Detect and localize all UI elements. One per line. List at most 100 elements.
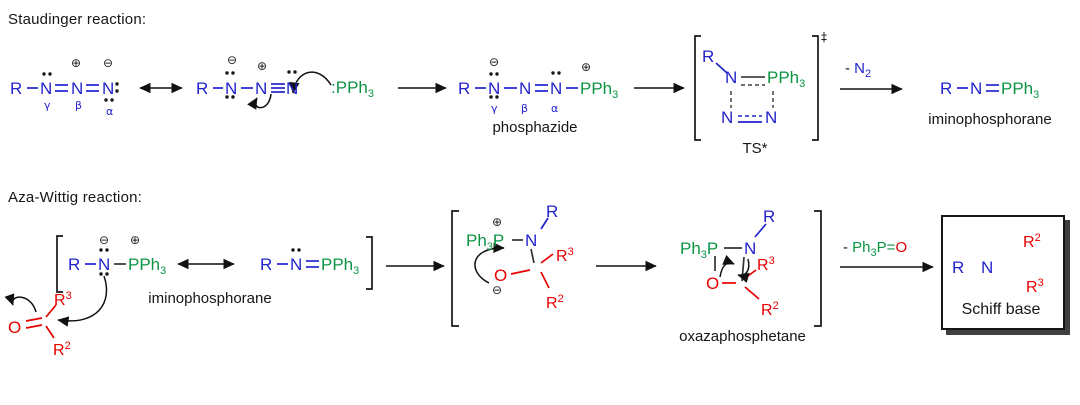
atom-r: R [260,255,273,274]
plus-charge: ⊕ [71,56,82,70]
r3-group: R3 [757,255,775,274]
plus-charge: ⊕ [581,60,592,74]
imino-b-bonds [277,260,319,268]
iminophosphorane-label: iminophosphorane [928,111,1052,128]
phosphazide-label: phosphazide [492,119,578,136]
ts-label: TS* [742,140,768,157]
r3-group: R3 [54,290,72,309]
atom-r: R [702,47,715,66]
iminophosphorane-label: iminophosphorane [148,290,272,307]
r2-group: R2 [1023,232,1041,251]
curved-arrow-pph3-to-n [289,71,332,94]
lone-pair-colon: : [331,78,336,97]
atom-n-gamma: N [40,79,53,98]
atom-r: R [10,79,23,98]
minus-charge: ⊖ [103,56,114,70]
minus-n2-label: - N2 [845,60,872,80]
atom-r: R [546,202,559,221]
atom-r: R [458,79,471,98]
r3-group: R3 [556,246,574,265]
pph3-group: PPh3 [128,255,167,277]
pph3-nucleophile: :PPh3 [331,78,374,100]
azide-b-lone-pairs [225,70,297,99]
gamma-label: γ [44,99,51,112]
plus-charge: ⊕ [130,233,141,247]
atom-n: N [525,231,538,250]
atom-o: O [8,318,22,337]
plus-charge: ⊕ [492,215,503,229]
ph3p-group: Ph3P [466,231,505,253]
atom-n-alpha: N [550,79,563,98]
iminophosphorane-bonds [957,84,999,92]
curved-arrow-ring-left [719,255,735,278]
intermediate-bracket-right [814,210,822,327]
betaine-bonds [510,217,554,289]
atom-n: N [725,68,738,87]
pph3-group: PPh3 [1001,79,1040,101]
pph3-group: PPh3 [580,79,619,101]
atom-n: N [225,79,238,98]
r2-group: R2 [761,300,779,319]
atom-r: R [763,207,776,226]
azide-b-bonds [213,83,285,93]
curved-arrow-o-to-p [474,242,505,284]
atom-r: R [940,79,953,98]
gamma-label: γ [491,102,498,115]
ph3p-group: Ph3P [680,239,719,261]
atom-o: O [494,266,508,285]
double-dagger: ‡ [821,30,827,44]
intermediate-bracket-left [451,210,459,327]
imino-bracket-left [56,235,63,293]
schiff-base-label: Schiff base [961,301,1041,318]
oxazaphosphetane-label: oxazaphosphetane [679,328,806,345]
minus-charge: ⊖ [99,233,110,247]
curved-arrow-triple-bond-to-n [247,93,272,110]
atom-n: N [970,79,983,98]
aza-wittig-title: Aza-Wittig reaction: [8,189,143,206]
alpha-label: α [551,102,559,115]
imino-bracket-right [366,236,373,290]
azide-a-bonds [27,84,99,92]
r2-group: R2 [53,340,71,359]
minus-charge: ⊖ [227,53,238,67]
azide-a-lone-pairs [42,72,119,102]
imino-a-lone-pairs [99,248,109,276]
phosphazide-lone-pairs [489,71,561,99]
atom-n: N [290,255,303,274]
atom-n-gamma: N [488,79,501,98]
atom-n: N [255,79,268,98]
atom-r: R [952,258,965,277]
curved-arrow-co-to-o [4,293,37,313]
atom-n: N [98,255,111,274]
ketone-bonds [25,304,57,339]
r2-group: R2 [546,293,564,312]
alpha-label: α [106,105,114,118]
atom-n-alpha: N [102,79,115,98]
ts-bracket-right [812,35,819,141]
phosphazide-bonds [475,84,578,92]
ts-bonds [715,62,774,123]
atom-n: N [981,258,994,277]
beta-label: β [521,102,529,115]
atom-n-beta: N [71,79,84,98]
staudinger-title: Staudinger reaction: [8,11,147,28]
atom-r: R [196,79,209,98]
atom-n: N [286,79,299,98]
atom-n: N [765,108,778,127]
r3-group: R3 [1026,277,1044,296]
minus-charge: ⊖ [489,55,500,69]
ts-bracket-left [694,35,701,141]
beta-label: β [75,99,83,112]
pph3-group: PPh3 [321,255,360,277]
curved-arrow-n-to-carbonyl [57,275,108,327]
curved-arrow-ring-right [737,258,750,283]
minus-charge: ⊖ [492,283,503,297]
minus-ph3po-label: - Ph3P=O [843,239,908,259]
imino-b-lone-pairs [291,248,301,252]
schiff-base-box [941,215,1065,330]
plus-charge: ⊕ [257,59,268,73]
atom-n-beta: N [519,79,532,98]
atom-n: N [721,108,734,127]
